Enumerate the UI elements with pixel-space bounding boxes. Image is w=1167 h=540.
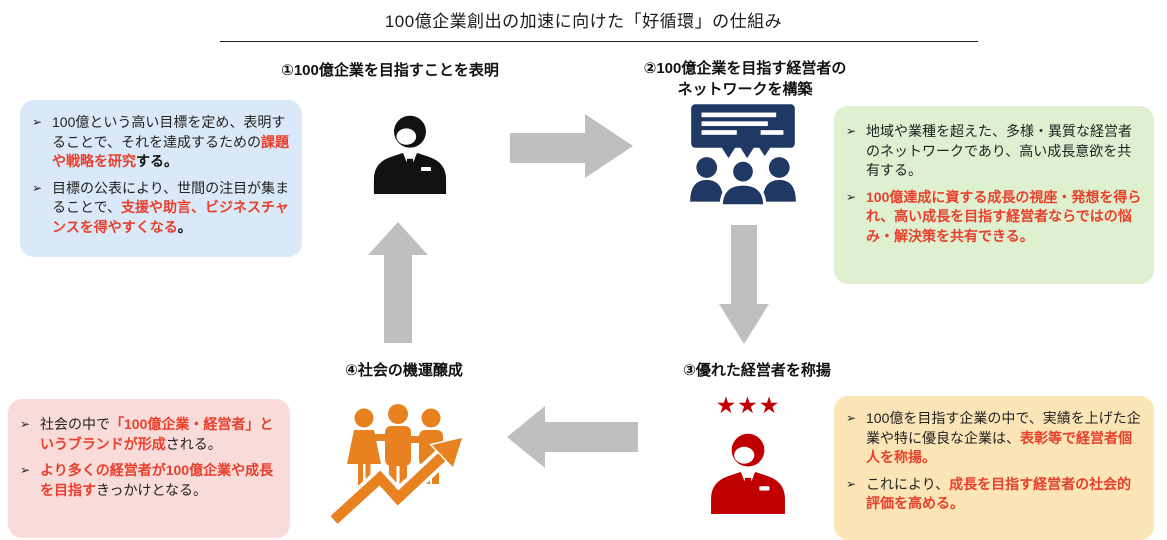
step2-label-line2: ネットワークを構築: [677, 81, 813, 98]
bullet-arrow-marker: ➢: [20, 463, 31, 477]
stars-and-award-person-icon: ★★★: [700, 392, 796, 540]
bullet-text: 100億を目指す企業の中で、実績を上げた企業や特に優良な企業は、表彰等で経営者個…: [866, 410, 1141, 465]
bullet-arrow-marker: ➢: [846, 476, 857, 491]
step4-label: ④社会の機運醸成: [345, 362, 463, 379]
arrow-step3-to-step4-icon: [507, 406, 638, 468]
diagram-title: 100億企業創出の加速に向けた「好循環」の仕組み: [384, 12, 783, 31]
bullet-arrow-marker: ➢: [32, 180, 43, 195]
network-callout-box: ➢ 地域や業種を超えた、多様・異質な経営者のネットワークであり、高い成長意欲を共有…: [834, 106, 1154, 284]
award-callout-box: ➢ 100億を目指す企業の中で、実績を上げた企業や特に優良な企業は、表彰等で経営者…: [834, 396, 1154, 540]
bullet-item: ➢ 目標の公表により、世間の注目が集まることで、支援や助言、ビジネスチャンスを得や…: [32, 179, 292, 238]
three-stars-icon: ★★★: [715, 392, 781, 418]
arrow-step4-to-step1-icon: [368, 222, 428, 343]
businessman-icon: [373, 115, 447, 194]
bullet-item: ➢ より多くの経営者が100億企業や成長を目指すきっかけとなる。: [20, 461, 280, 500]
bullet-item: ➢ これにより、成長を目指す経営者の社会的評価を高める。: [846, 475, 1144, 514]
bullet-arrow-marker: ➢: [20, 417, 31, 431]
bullet-item: ➢ 地域や業種を超えた、多様・異質な経営者のネットワークであり、高い成長意欲を共有…: [846, 122, 1144, 181]
network-discussion-icon: [690, 104, 796, 206]
bullet-arrow-marker: ➢: [846, 124, 857, 138]
step3-label: ③優れた経営者を称揚: [683, 362, 831, 379]
bullet-text: 目標の公表により、世間の注目が集まることで、支援や助言、ビジネスチャンスを得やす…: [52, 179, 290, 235]
arrow-step2-to-step3-icon: [719, 225, 769, 344]
award-person-icon: [711, 433, 785, 514]
bullet-text: 地域や業種を超えた、多様・異質な経営者のネットワークであり、高い成長意欲を共有す…: [866, 123, 1132, 178]
people-growth-arrow-icon: [328, 404, 465, 527]
arrow-step1-to-step2-icon: [510, 114, 633, 178]
bullet-item: ➢ 100億達成に資する成長の視座・発想を得られ、高い成長を目指す経営者ならではの…: [846, 188, 1144, 247]
step2-label-line1: ②100億企業を目指す経営者の: [643, 60, 847, 77]
bullet-item: ➢ 100億を目指す企業の中で、実績を上げた企業や特に優良な企業は、表彰等で経営者…: [846, 409, 1144, 468]
bullet-text: 社会の中で「100億企業・経営者」というブランドが形成される。: [40, 416, 274, 452]
bullet-item: ➢ 社会の中で「100億企業・経営者」というブランドが形成される。: [20, 415, 280, 454]
step2-label: ②100億企業を目指す経営者の ネットワークを構築: [595, 58, 895, 100]
bullet-text: より多くの経営者が100億企業や成長を目指すきっかけとなる。: [40, 462, 274, 498]
bullet-text: 100億という高い目標を定め、表明することで、それを達成するための課題や戦略を研…: [52, 114, 290, 169]
momentum-callout-box: ➢ 社会の中で「100億企業・経営者」というブランドが形成される。 ➢ より多くの経営…: [8, 399, 290, 538]
bullet-text: 100億達成に資する成長の視座・発想を得られ、高い成長を目指す経営者ならではの悩…: [866, 188, 1142, 244]
announce-callout-box: ➢ 100億という高い目標を定め、表明することで、それを達成するための課題や戦略を…: [20, 100, 302, 257]
step1-label: ①100億企業を目指すことを表明: [281, 62, 499, 79]
bullet-text: これにより、成長を目指す経営者の社会的評価を高める。: [866, 475, 1132, 512]
title-underline: [220, 41, 978, 42]
bullet-item: ➢ 100億という高い目標を定め、表明することで、それを達成するための課題や戦略を…: [32, 113, 292, 172]
bullet-arrow-marker: ➢: [846, 411, 857, 425]
bullet-arrow-marker: ➢: [846, 189, 857, 204]
bullet-arrow-marker: ➢: [32, 115, 43, 129]
